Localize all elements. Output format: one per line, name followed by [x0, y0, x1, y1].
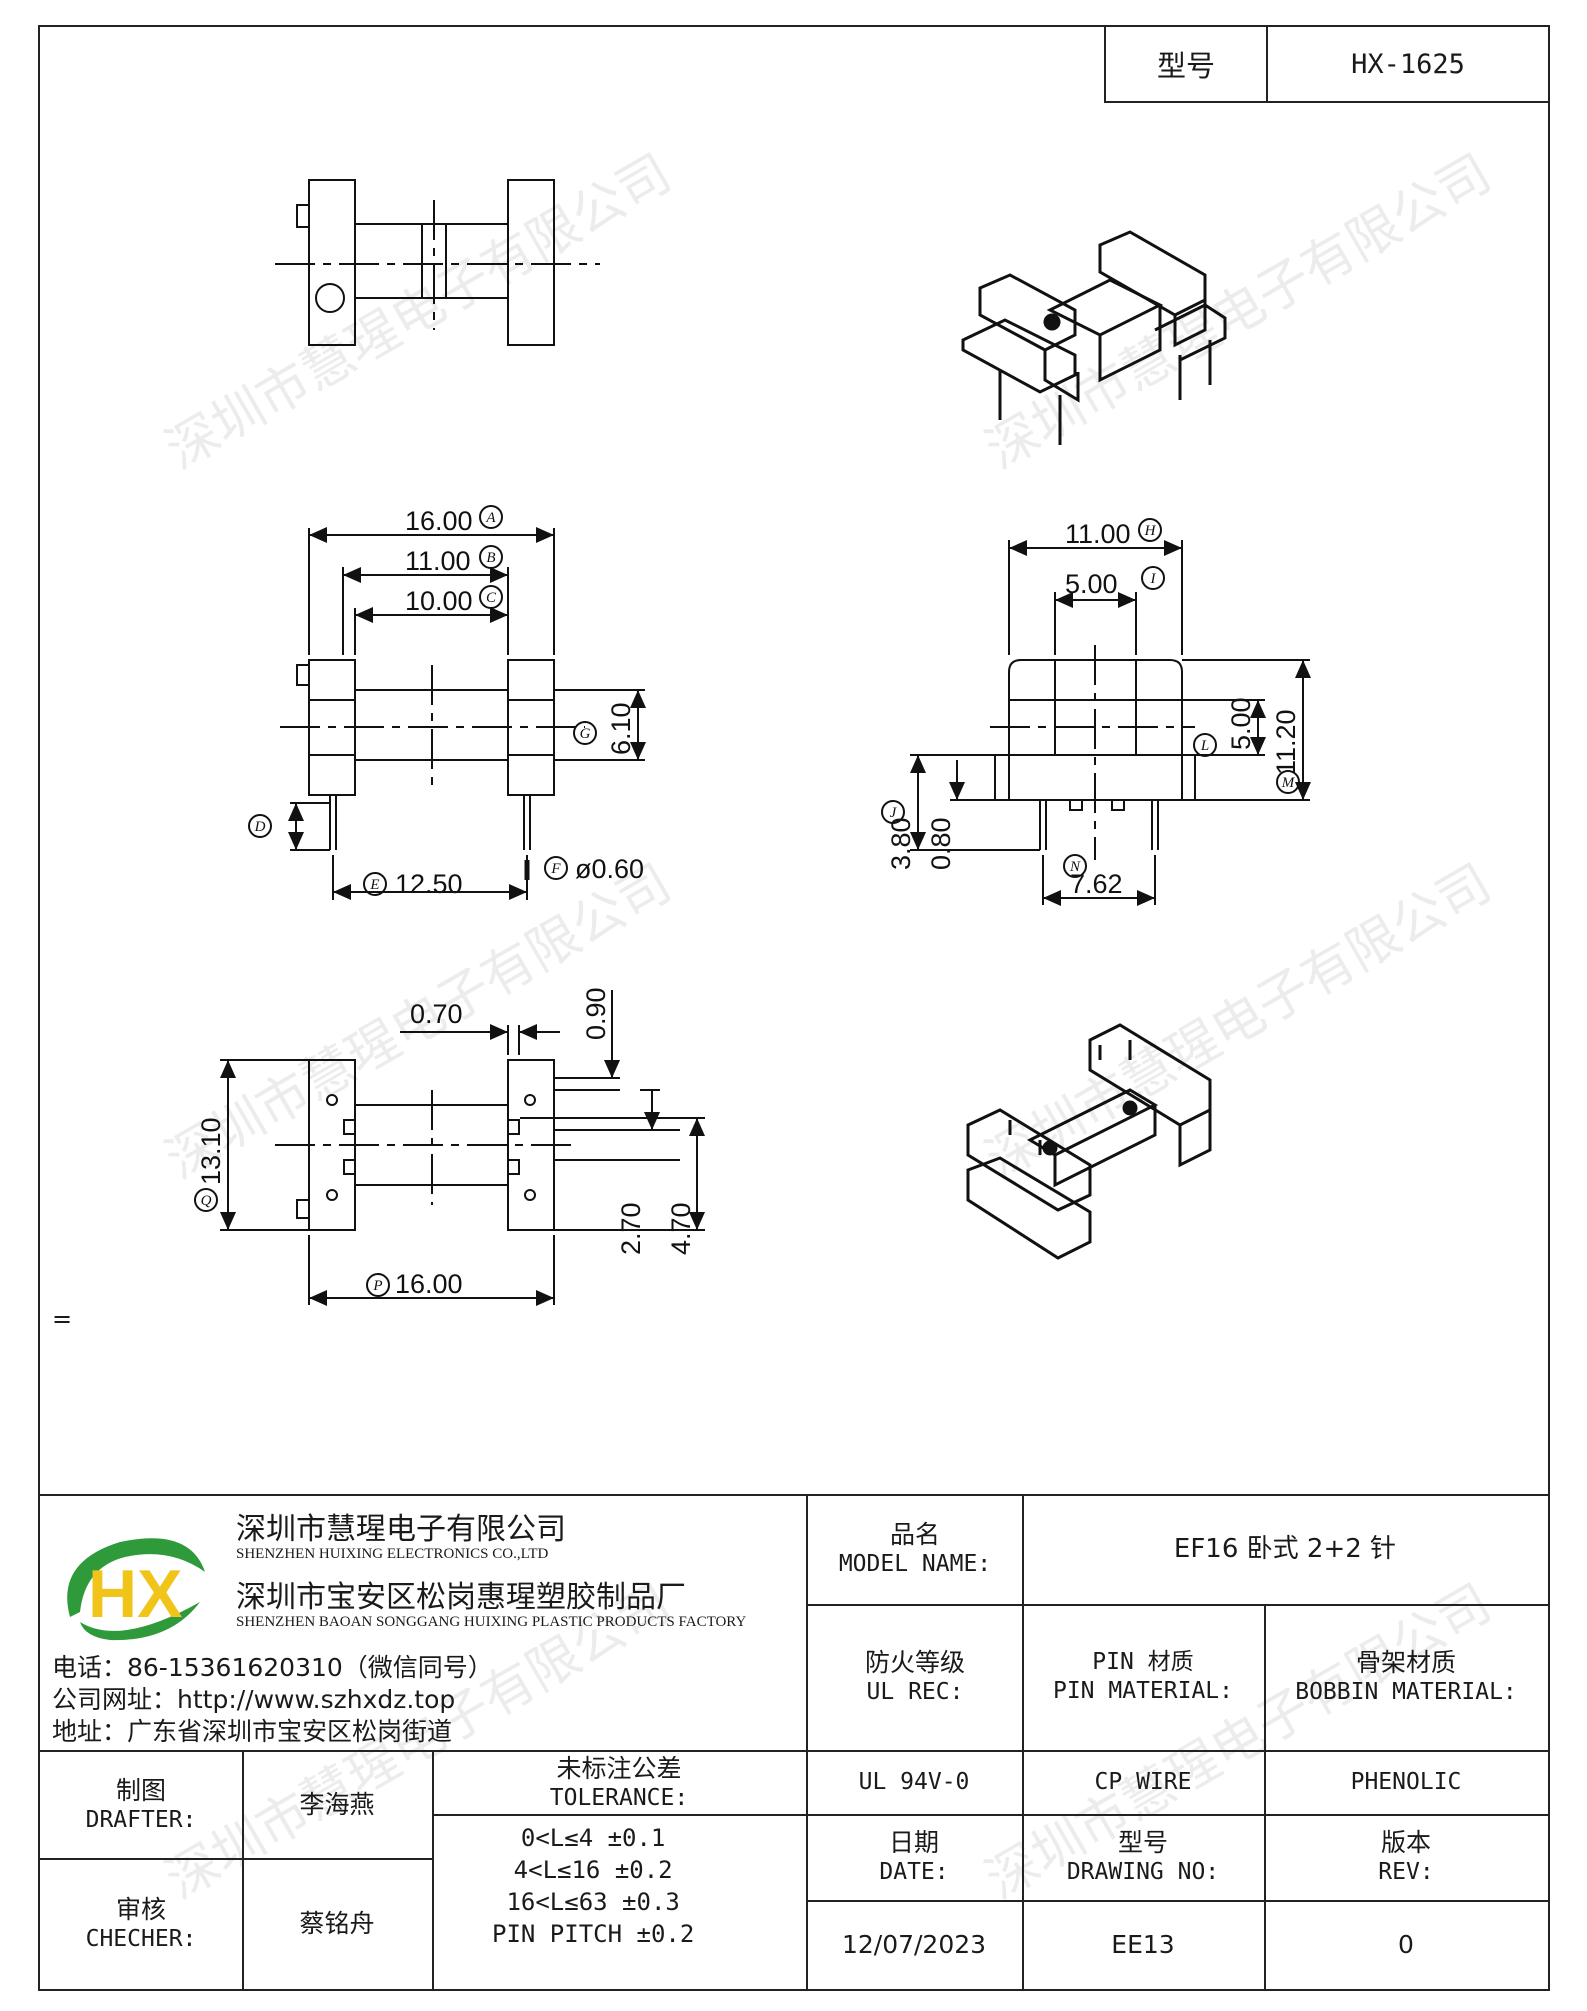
drafter-value: 李海燕 [242, 1750, 434, 1860]
dim-t3-text: 2.70 [616, 1202, 646, 1255]
marker-i: I [1141, 566, 1165, 590]
svg-text:E: E [369, 877, 379, 893]
company-address: 地址：广东省深圳市宝安区松岗街道 [52, 1717, 453, 1746]
dim-t4-text: 4.70 [666, 1202, 696, 1255]
dim-b-text: 11.00 [405, 546, 471, 576]
company-name-cn: 深圳市慧瑆电子有限公司 [236, 1512, 566, 1547]
svg-text:B: B [486, 550, 495, 566]
stray-mark: = [52, 1305, 73, 1333]
dim-k-text: 0.80 [926, 817, 956, 870]
svg-text:A: A [485, 510, 496, 526]
svg-text:N: N [1069, 859, 1081, 875]
marker-p: P [366, 1273, 390, 1297]
bottom-view [220, 990, 705, 1306]
dim-h-text: 11.00 [1065, 519, 1131, 549]
svg-text:H: H [1144, 523, 1157, 539]
dim-j-text: 3.80 [886, 817, 916, 870]
dim-g-text: 6.10 [606, 702, 636, 755]
checker-value: 蔡铭舟 [242, 1858, 434, 1991]
company-info: HX 深圳市慧瑆电子有限公司 SHENZHEN HUIXING ELECTRON… [40, 1494, 808, 1752]
dim-p-text: 16.00 [395, 1269, 463, 1299]
dim-n-text: 7.62 [1070, 869, 1123, 899]
dim-a-text: 16.00 [405, 506, 473, 536]
model-label: 型号 [1106, 27, 1268, 101]
svg-text:P: P [372, 1278, 382, 1294]
marker-q: Q [194, 1188, 218, 1212]
isometric-view-bottom [966, 1023, 1212, 1260]
tolerance-table: 0<L≤4 ±0.1 4<L≤16 ±0.2 16<L≤63 ±0.3 PIN … [432, 1814, 808, 1991]
bobbin-material-value: PHENOLIC [1264, 1750, 1550, 1816]
dim-c-text: 10.00 [405, 586, 473, 616]
marker-a: A [479, 505, 503, 529]
marker-l: L [1193, 733, 1217, 757]
marker-c: C [479, 585, 503, 609]
svg-text:G: G [580, 726, 591, 742]
pin-material-value: CP WIRE [1022, 1750, 1266, 1816]
svg-text:HX: HX [88, 1556, 182, 1632]
dim-q-text: 13.10 [196, 1117, 226, 1185]
tolerance-line: PIN PITCH ±0.2 [492, 1920, 695, 1948]
front-view [280, 527, 646, 900]
isometric-view-top [961, 230, 1227, 445]
company-phone: 电话：86-15361620310（微信同号） [52, 1653, 493, 1682]
dim-i-text: 5.00 [1065, 569, 1118, 599]
tolerance-line: 16<L≤63 ±0.3 [506, 1888, 680, 1916]
technical-drawings: 16.00 11.00 10.00 6.10 12.50 ø0.60 11.00… [194, 179, 1311, 1306]
factory-name-en: SHENZHEN BAOAN SONGGANG HUIXING PLASTIC … [236, 1614, 747, 1630]
dim-m-text: 11.20 [1271, 709, 1301, 775]
factory-name-cn: 深圳市宝安区松岗惠瑆塑胶制品厂 [236, 1580, 686, 1615]
svg-text:L: L [1200, 738, 1209, 754]
svg-text:M: M [1281, 775, 1296, 791]
marker-j: J [881, 800, 905, 824]
marker-m: M [1276, 770, 1300, 794]
marker-e: E [363, 872, 387, 896]
svg-text:C: C [486, 590, 497, 606]
svg-text:Q: Q [201, 1193, 212, 1209]
tolerance-line: 4<L≤16 ±0.2 [513, 1856, 673, 1884]
marker-h: H [1138, 518, 1162, 542]
company-name-en: SHENZHEN HUIXING ELECTRONICS CO.,LTD [236, 1546, 549, 1562]
company-logo: HX [67, 1538, 205, 1641]
date-value: 12/07/2023 [806, 1900, 1024, 1991]
marker-f: F [544, 856, 568, 880]
svg-text:D: D [254, 819, 266, 835]
dim-l-text: 5.00 [1226, 697, 1256, 750]
model-number-box: 型号 HX-1625 [1104, 25, 1550, 103]
title-block [38, 1494, 1550, 1991]
rev-value: 0 [1264, 1900, 1550, 1991]
dim-t2-text: 0.90 [581, 987, 611, 1040]
marker-g: G [573, 721, 597, 745]
svg-text:J: J [890, 805, 898, 821]
tolerance-line: 0<L≤4 ±0.1 [520, 1824, 666, 1852]
dim-t1-text: 0.70 [410, 999, 463, 1029]
dim-e-text: 12.50 [395, 869, 463, 899]
marker-d: D [248, 814, 272, 838]
drawing-no-value: EE13 [1022, 1900, 1266, 1991]
marker-n: N [1063, 854, 1087, 878]
ul-rec-value: UL 94V-0 [806, 1750, 1024, 1816]
dim-f-text: ø0.60 [575, 854, 644, 884]
top-view [275, 179, 600, 346]
model-value: HX-1625 [1351, 48, 1465, 80]
model-name-value: EF16 卧式 2+2 针 [1022, 1494, 1550, 1606]
svg-text:F: F [550, 861, 561, 877]
side-view [910, 540, 1311, 906]
marker-b: B [479, 545, 503, 569]
company-website: 公司网址：http://www.szhxdz.top [52, 1685, 456, 1714]
svg-text:I: I [1150, 571, 1157, 587]
